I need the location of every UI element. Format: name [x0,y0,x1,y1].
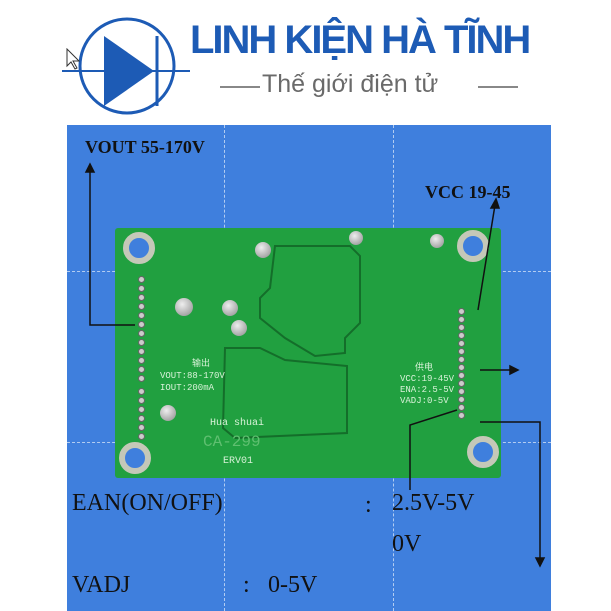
mount-hole [123,232,155,264]
vout-label: VOUT 55-170V [85,137,205,157]
solder-pad [231,320,247,336]
divider [220,86,260,88]
mount-hole [457,230,489,262]
ean-separator: : [365,492,372,518]
maker-label: Hua shuai [210,418,265,429]
ean-off-voltage: 0V [392,531,422,557]
solder-pad [430,234,444,248]
solder-pad [255,242,271,258]
mount-hole [467,436,499,468]
model-label: CA-299 [203,433,261,451]
copper-trace [221,245,361,440]
pcb-board: 输出 VOUT:88-170V IOUT:200mA 供电 VCC:19-45V… [115,228,501,478]
solder-pad [349,231,363,245]
mount-hole [119,442,151,474]
vadj-spec: VADJ:0-5V [400,396,449,406]
revision-label: ERV01 [223,456,254,467]
vcc-spec: VCC:19-45V [400,374,455,384]
output-cn-label: 输出 [192,359,211,369]
vcc-label: VCC 19-45 [425,182,511,202]
solder-pad [175,298,193,316]
mouse-cursor-icon [66,48,80,70]
ean-label: EAN(ON/OFF) [72,490,223,516]
ean-on-voltage: 2.5V-5V [392,490,475,516]
logo-title: LINH KIỆN HÀ TĨNH [190,18,531,62]
logo-subtitle: Thế giới điện tử [262,70,439,98]
iout-spec: IOUT:200mA [160,383,215,393]
power-cn-label: 供电 [415,363,434,373]
solder-pad [160,405,176,421]
vadj-label: VADJ [72,572,131,598]
divider [478,86,518,88]
vout-spec: VOUT:88-170V [160,371,225,381]
vadj-separator: : [243,572,250,598]
solder-pad [222,300,238,316]
vadj-range: 0-5V [268,572,318,598]
diode-logo-icon [62,17,190,115]
ena-spec: ENA:2.5-5V [400,385,455,395]
